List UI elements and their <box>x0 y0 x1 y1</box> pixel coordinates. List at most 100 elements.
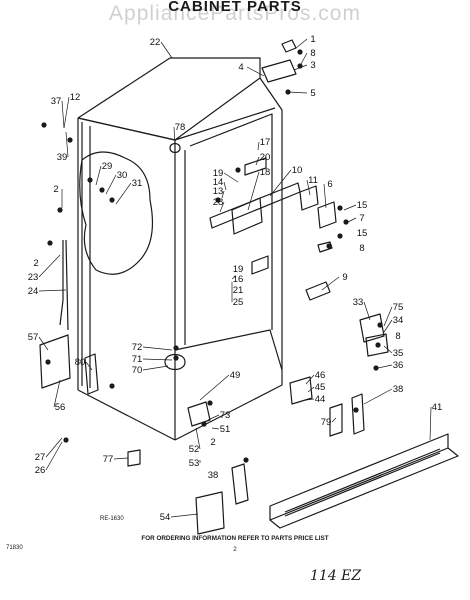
inner-rear-wall <box>189 113 273 330</box>
callout-71: 71 <box>132 354 143 365</box>
leader-line-27 <box>45 437 63 458</box>
callout-number: 38 <box>208 470 219 481</box>
callout-45: 45 <box>315 382 326 393</box>
hinge-cap-1 <box>281 39 297 53</box>
callout-number: 37 <box>51 96 62 107</box>
callout-36: 36 <box>393 360 404 371</box>
callout-number: 54 <box>160 512 171 523</box>
callout-number: 23 <box>28 272 39 283</box>
callout-number: 19 <box>233 264 244 275</box>
leader-line-29 <box>95 165 102 186</box>
hinge-plate-3 <box>261 59 297 83</box>
screw-1 <box>297 49 303 55</box>
callout-number: 52 <box>189 444 200 455</box>
bracket-38-right <box>351 393 365 435</box>
leader-line-51 <box>142 358 173 361</box>
callout-21: 21 <box>233 285 244 296</box>
callout-number: 13 <box>213 186 224 197</box>
callout-20: 20 <box>260 152 271 163</box>
callout-27: 27 <box>35 452 46 463</box>
wire-23 <box>59 240 64 326</box>
callout-number: 2 <box>53 184 58 195</box>
callout-1: 1 <box>310 34 315 45</box>
callout-29: 29 <box>102 161 113 172</box>
callout-number: 6 <box>327 179 332 190</box>
callout-13: 13 <box>213 186 224 197</box>
leader-line-34 <box>383 345 393 354</box>
callout-2: 2 <box>53 184 58 195</box>
callout-number: 79 <box>321 417 332 428</box>
callout-number: 1 <box>310 34 315 45</box>
callout-number: 10 <box>292 165 303 176</box>
bracket-11 <box>299 185 319 211</box>
leader-line-4 <box>246 66 265 77</box>
leader-line-30 <box>105 174 117 195</box>
callout-17: 17 <box>260 137 271 148</box>
callout-number: 3 <box>310 60 315 71</box>
leader-line-54 <box>383 306 393 327</box>
screw-10 <box>87 177 93 183</box>
screw-5 <box>343 219 349 225</box>
callout-number: 17 <box>260 137 271 148</box>
callout-80: 80 <box>75 357 86 368</box>
part-9 <box>305 281 331 301</box>
cabinet-back-right-edge <box>259 77 283 370</box>
leader-line-56 <box>173 126 176 147</box>
callout-number: 27 <box>35 452 46 463</box>
callout-number: 15 <box>357 228 368 239</box>
callout-70: 70 <box>132 365 143 376</box>
callout-34: 34 <box>393 315 404 326</box>
callout-number: 72 <box>132 342 143 353</box>
leader-line-41 <box>307 386 315 393</box>
order-info-text: FOR ORDERING INFORMATION REFER TO PARTS … <box>141 535 329 542</box>
callout-number: 34 <box>393 315 404 326</box>
leader-line-39 <box>429 406 432 441</box>
callout-number: 75 <box>393 302 404 313</box>
side-panel-shade <box>81 122 91 388</box>
leader-line-24 <box>38 289 67 292</box>
callout-number: 16 <box>233 274 244 285</box>
callout-41: 41 <box>432 402 443 413</box>
wire-24 <box>65 239 69 331</box>
leader-line-26 <box>45 441 63 471</box>
leader-line-23 <box>38 254 61 278</box>
callout-72: 72 <box>132 342 143 353</box>
corner-code: 71830 <box>6 545 23 551</box>
leader-line-50 <box>142 365 169 371</box>
screw-22 <box>377 322 383 328</box>
callout-11: 11 <box>308 175 318 186</box>
callout-number: 30 <box>117 170 128 181</box>
callout-number: 15 <box>357 200 368 211</box>
leader-line-15 <box>343 204 357 211</box>
screw-14 <box>47 240 53 246</box>
toe-grille-41 <box>269 447 459 529</box>
callout-number: 41 <box>432 402 443 413</box>
leader-line-28 <box>219 201 225 213</box>
callout-8: 8 <box>395 331 400 342</box>
screw-7 <box>326 243 332 249</box>
callout-4: 4 <box>238 62 243 73</box>
page-title: CABINET PARTS <box>168 0 302 15</box>
callout-49: 49 <box>230 370 241 381</box>
callout-57: 57 <box>28 332 39 343</box>
strip-77 <box>127 449 141 467</box>
hinge-33 <box>359 313 385 343</box>
caster-70 <box>164 353 186 371</box>
washer-78 <box>169 142 181 154</box>
callout-number: 24 <box>28 286 39 297</box>
callout-54: 54 <box>160 512 171 523</box>
callout-number: 2 <box>33 258 38 269</box>
leader-line-58 <box>85 361 93 371</box>
callout-23: 23 <box>28 272 39 283</box>
cabinet-bottom-front <box>77 389 176 441</box>
callout-number: 70 <box>132 365 143 376</box>
callout-7: 7 <box>359 213 364 224</box>
callout-73: 73 <box>220 410 231 421</box>
callout-35: 35 <box>393 348 404 359</box>
leader-line-33 <box>383 319 393 333</box>
callout-15: 15 <box>357 200 368 211</box>
callout-number: 18 <box>260 167 271 178</box>
callout-75: 75 <box>393 302 404 313</box>
callout-10: 10 <box>292 165 303 176</box>
leader-line-13 <box>221 190 225 199</box>
